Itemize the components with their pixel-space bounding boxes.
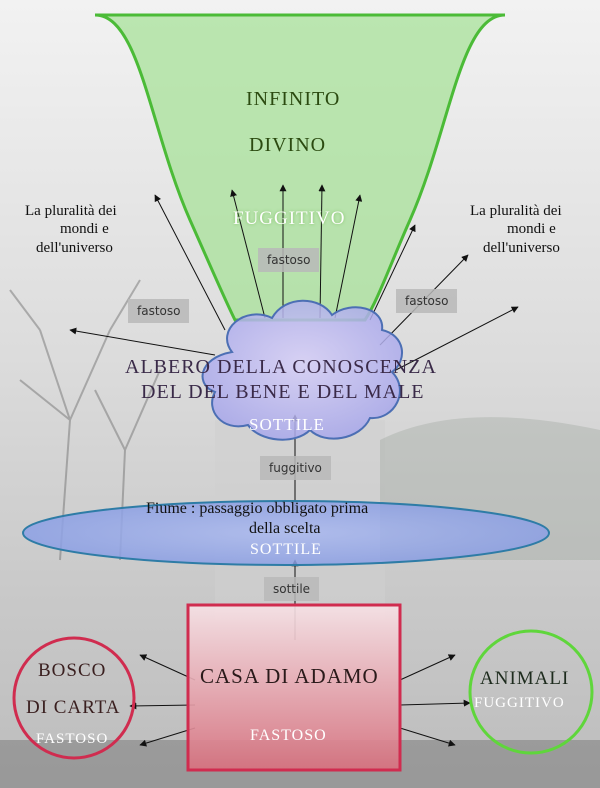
fiume-sottile: SOTTILE	[250, 541, 322, 558]
fastoso-label-left: fastoso	[128, 299, 190, 323]
fastoso-label-right: fastoso	[396, 289, 458, 313]
bosco-sub: FASTOSO	[36, 731, 109, 747]
animali-sub: FUGGITIVO	[474, 695, 565, 711]
bosco-line-1: BOSCO	[38, 660, 107, 681]
divino-text: DIVINO	[249, 134, 327, 156]
fastoso-label-center: fastoso	[258, 248, 320, 272]
river-ellipse	[22, 500, 550, 566]
tree-silhouette-left	[9, 279, 161, 561]
infinito-text: INFINITO	[246, 88, 341, 110]
fuggitivo-top-text: FUGGITIVO	[233, 208, 346, 229]
casa-title: CASA DI ADAMO	[200, 664, 379, 688]
bosco-circle	[12, 636, 136, 760]
fuggitivo-label-mid: fuggitivo	[260, 456, 331, 480]
plurality-right-1: La pluralità dei	[470, 203, 562, 219]
plurality-right-3: dell'universo	[483, 240, 560, 256]
albero-line-2: DEL DEL BENE E DEL MALE	[141, 381, 425, 403]
sottile-label-mid: sottile	[264, 577, 320, 601]
albero-line-1: ALBERO DELLA CONOSCENZA	[125, 356, 437, 378]
casa-box	[186, 603, 402, 772]
fiume-line-1: Fiume : passaggio obbligato prima	[146, 500, 369, 517]
albero-sottile: SOTTILE	[249, 415, 325, 434]
fiume-line-2: della scelta	[249, 520, 321, 537]
plurality-right-2: mondi e	[507, 221, 556, 237]
plurality-left-2: mondi e	[60, 221, 109, 237]
animali-circle	[468, 629, 594, 755]
plurality-left-1: La pluralità dei	[25, 203, 117, 219]
plurality-left-3: dell'universo	[36, 240, 113, 256]
casa-sub: FASTOSO	[250, 727, 327, 744]
bosco-line-2: DI CARTA	[26, 697, 121, 718]
knowledge-cloud	[201, 299, 403, 441]
animali-title: ANIMALI	[480, 668, 570, 689]
